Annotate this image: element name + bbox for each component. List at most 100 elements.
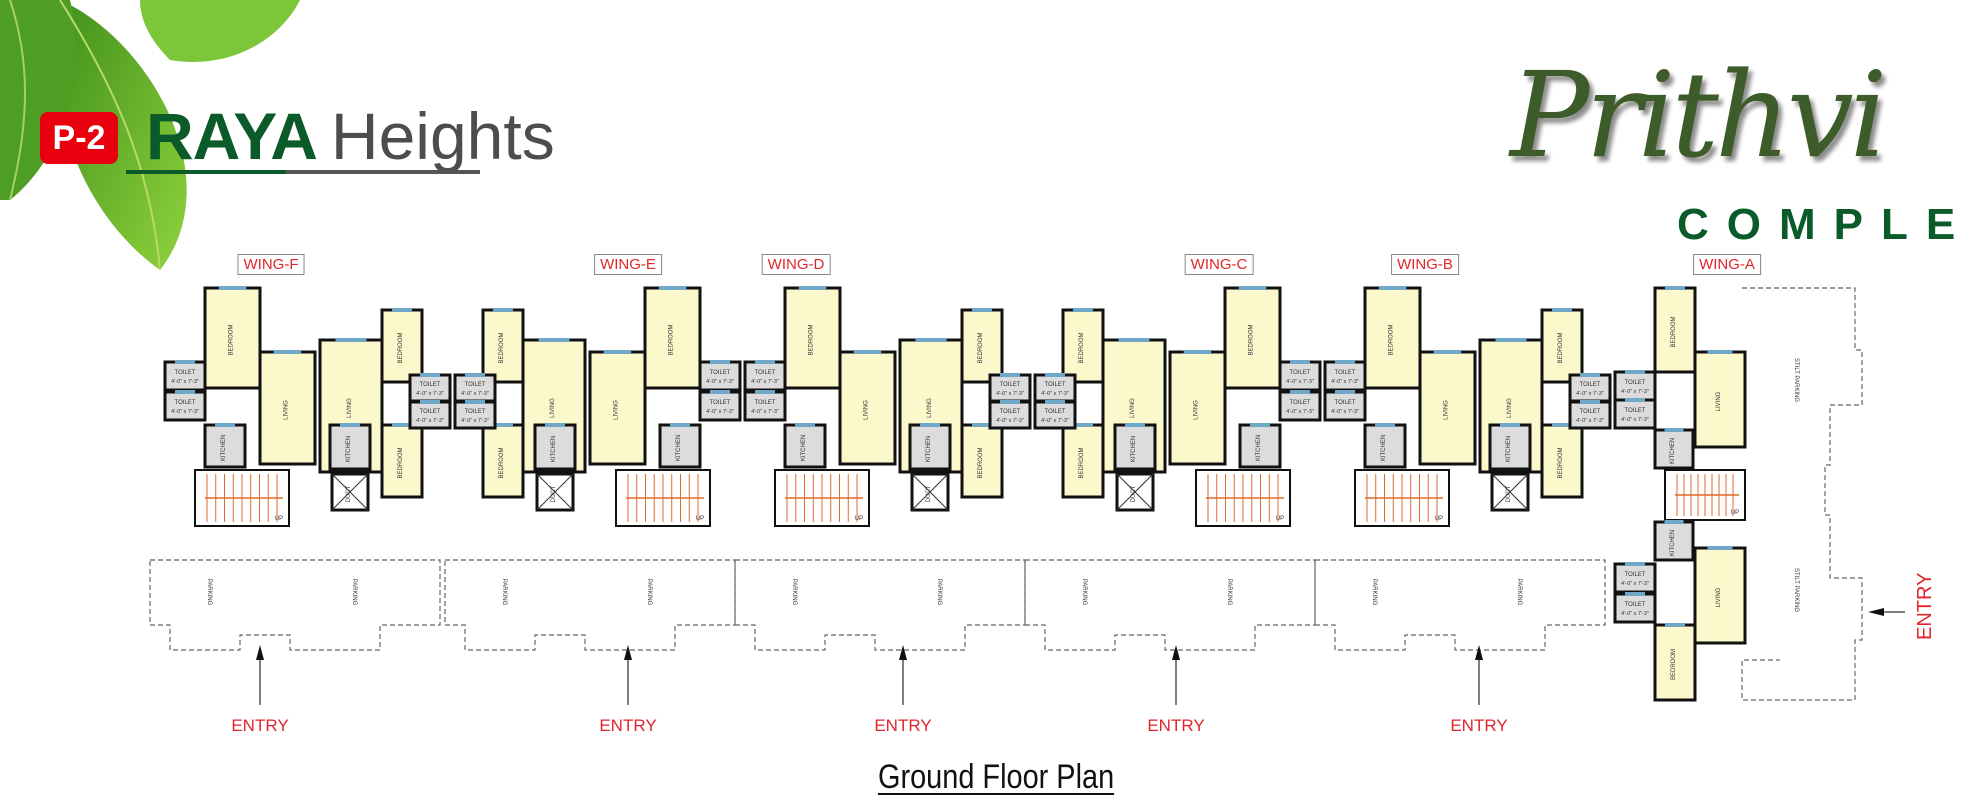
living-label: LIVING — [284, 400, 290, 420]
kitchen-label: KITCHEN — [1256, 435, 1262, 461]
entry-label: ENTRY — [874, 716, 932, 735]
toilet-label: TOILET — [175, 400, 196, 406]
parking-outline — [734, 559, 1026, 651]
living — [1418, 350, 1477, 466]
entry-label: ENTRY — [1450, 716, 1508, 735]
window — [1625, 398, 1645, 402]
duct-label: DUCT — [1131, 485, 1137, 502]
window — [920, 423, 940, 427]
bedroom-label: BEDROOM — [1079, 447, 1085, 478]
window — [710, 360, 730, 364]
window — [853, 350, 882, 354]
toilet-label: TOILET — [465, 409, 486, 415]
bedroom-label: BEDROOM — [398, 447, 404, 478]
bedroom-label: BEDROOM — [499, 447, 505, 478]
living-label: LIVING — [927, 398, 933, 418]
toilet-size-label: 4'-0" x 7'-3" — [1041, 391, 1069, 397]
toilet — [163, 360, 207, 392]
toilet-label: TOILET — [1000, 409, 1021, 415]
bedroom — [783, 286, 842, 390]
window — [1290, 360, 1310, 364]
toilet — [743, 360, 787, 392]
bedroom — [960, 423, 1004, 499]
window — [1580, 373, 1600, 377]
window — [710, 390, 730, 394]
toilet-label: TOILET — [1580, 382, 1601, 388]
window — [175, 390, 195, 394]
toilet-size-label: 4'-0" x 7'-3" — [1576, 418, 1604, 424]
parking-label: PARKING — [351, 579, 357, 606]
stair-up-label: UP — [696, 516, 704, 522]
duct-label: DUCT — [551, 485, 557, 502]
bedroom-label: BEDROOM — [1558, 447, 1564, 478]
window — [493, 423, 513, 427]
window — [755, 390, 775, 394]
stilt-parking-label: STILT PARKING — [1793, 568, 1799, 612]
side-entry-label: ENTRY — [1914, 572, 1936, 640]
parking-outline — [444, 559, 736, 651]
living-label: LIVING — [550, 398, 556, 418]
living-label: LIVING — [1444, 400, 1450, 420]
toilet-size-label: 4'-0" x 7'-3" — [1286, 379, 1314, 385]
duct-cross — [331, 473, 369, 511]
toilet-label: TOILET — [175, 370, 196, 376]
toilet-size-label: 4'-0" x 7'-3" — [416, 418, 444, 424]
project-badge: P-2 — [40, 112, 118, 164]
window — [1433, 350, 1462, 354]
toilet-size-label: 4'-0" x 7'-3" — [1041, 418, 1069, 424]
toilet-size-label: 4'-0" x 7'-3" — [461, 391, 489, 397]
parking-label: PARKING — [791, 579, 797, 606]
bedroom-label: BEDROOM — [1079, 332, 1085, 363]
window — [215, 423, 235, 427]
window — [1045, 373, 1065, 377]
wing-label-f: WING-F — [237, 254, 305, 275]
toilet-label: TOILET — [1290, 400, 1311, 406]
toilet-size-label: 4'-0" x 7'-3" — [706, 379, 734, 385]
window — [392, 423, 412, 427]
duct-cross — [536, 473, 574, 511]
window — [1000, 373, 1020, 377]
toilet — [1613, 562, 1657, 594]
title-light: Heights — [330, 99, 555, 173]
toilet-size-label: 4'-0" x 7'-3" — [751, 379, 779, 385]
window — [1500, 423, 1520, 427]
window — [1552, 423, 1572, 427]
toilet — [1278, 390, 1322, 422]
window — [1238, 286, 1267, 290]
toilet-size-label: 4'-0" x 7'-3" — [1621, 417, 1649, 423]
bedroom-label: BEDROOM — [1558, 332, 1564, 363]
window — [755, 360, 775, 364]
parking-outline — [149, 559, 441, 651]
toilet — [1033, 400, 1077, 430]
living-label: LIVING — [347, 398, 353, 418]
window — [1495, 338, 1527, 342]
kitchen-label: KITCHEN — [346, 436, 352, 462]
toilet — [408, 400, 452, 430]
toilet-label: TOILET — [420, 382, 441, 388]
window — [1125, 423, 1145, 427]
toilet-size-label: 4'-0" x 7'-3" — [706, 409, 734, 415]
kitchen-label: KITCHEN — [1381, 435, 1387, 461]
toilet-label: TOILET — [1000, 382, 1021, 388]
living — [588, 350, 647, 466]
window — [218, 286, 247, 290]
entry-label: ENTRY — [231, 716, 289, 735]
leaf-decoration — [0, 0, 300, 271]
window — [1625, 592, 1645, 596]
toilet-label: TOILET — [1290, 370, 1311, 376]
duct-label: DUCT — [346, 485, 352, 502]
toilet — [1033, 373, 1077, 403]
bedroom — [1363, 286, 1422, 390]
toilet — [1613, 370, 1657, 402]
toilet — [1613, 398, 1657, 430]
toilet — [988, 400, 1032, 430]
entry-label: ENTRY — [599, 716, 657, 735]
living-label: LIVING — [614, 400, 620, 420]
bedroom-label: BEDROOM — [229, 324, 235, 355]
kitchen-label: KITCHEN — [1670, 438, 1676, 464]
kitchen-label: KITCHEN — [801, 435, 807, 461]
parking-label: PARKING — [936, 579, 942, 606]
window — [915, 338, 947, 342]
living-label: LIVING — [1716, 391, 1722, 411]
toilet-label: TOILET — [710, 400, 731, 406]
